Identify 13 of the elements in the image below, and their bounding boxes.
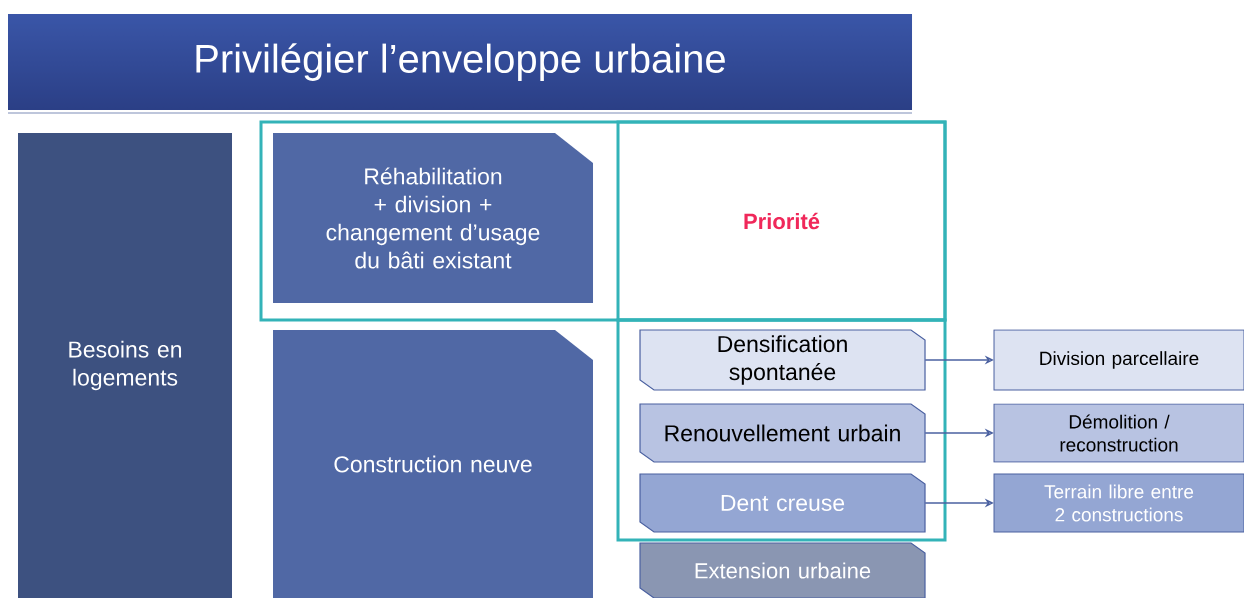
option-box: Densification spontanée	[639, 329, 926, 391]
option-box: Dent creuse	[639, 473, 926, 533]
result-box: Démolition / reconstruction	[993, 403, 1244, 463]
category-box: Besoins en logements	[18, 133, 232, 598]
result-box: Terrain libre entre 2 constructions	[993, 473, 1244, 533]
category-box: Réhabilitation + division + changement d’usage du bâti existant	[273, 133, 593, 303]
result-box: Division parcellaire	[993, 329, 1244, 391]
priority-cell: Priorité	[616, 120, 947, 322]
title-band: Privilégier l’enveloppe urbaine	[8, 14, 912, 110]
category-box: Construction neuve	[273, 330, 593, 598]
option-box: Extension urbaine	[639, 542, 926, 598]
option-box: Renouvellement urbain	[639, 403, 926, 463]
highlight-frame	[616, 318, 947, 542]
